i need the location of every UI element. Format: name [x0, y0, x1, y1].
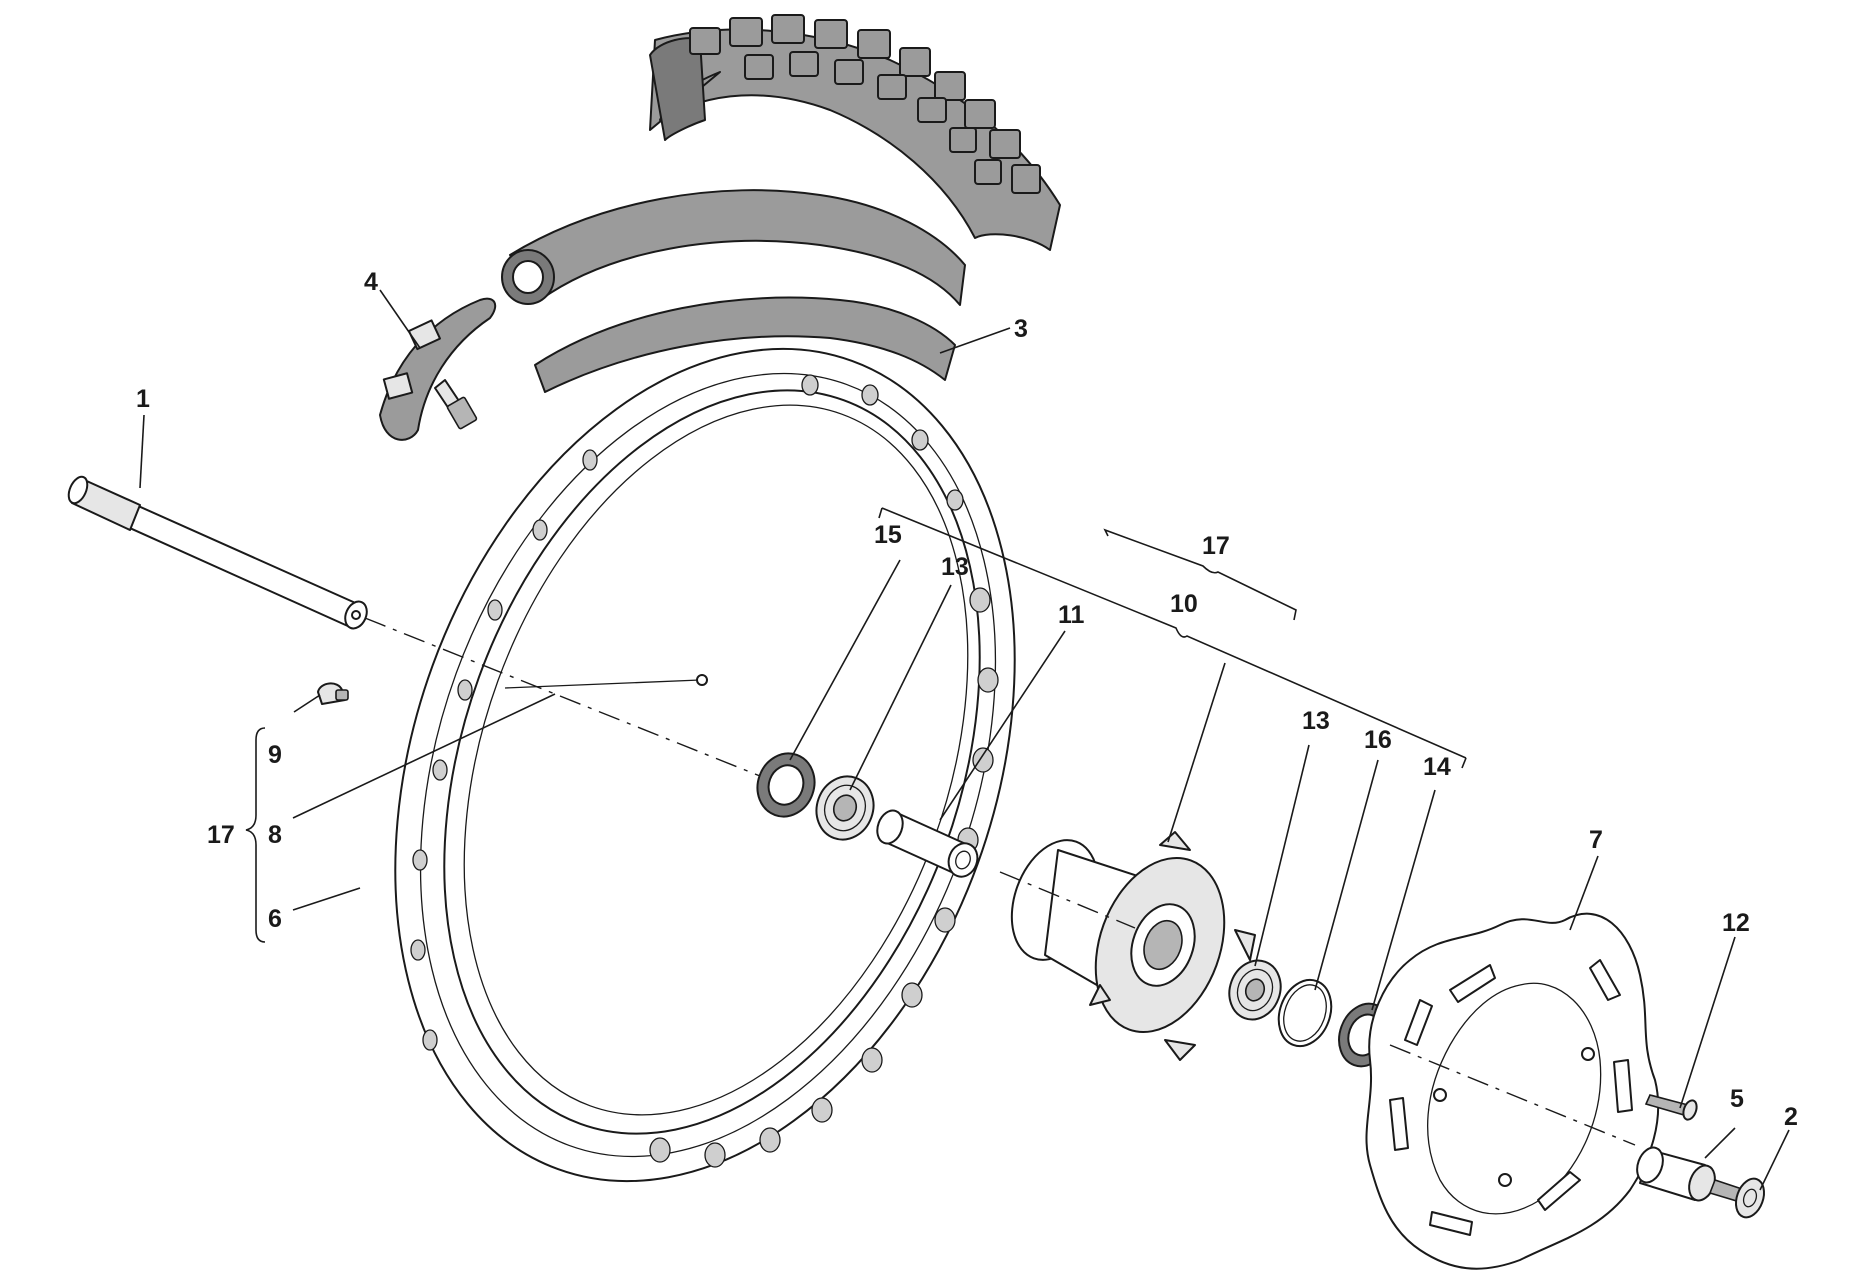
callout-11: 11	[1058, 601, 1085, 629]
callout-1: 1	[136, 385, 150, 413]
spacer-tube	[876, 809, 979, 878]
axis-centreline	[364, 617, 1636, 1146]
spoke-nipple	[317, 682, 349, 705]
callout-8: 8	[268, 821, 282, 849]
brake-disc-slots	[1389, 959, 1633, 1236]
wheel-spacer	[1636, 1146, 1716, 1202]
axle	[67, 475, 368, 630]
callout-17-upper: 17	[1202, 532, 1230, 560]
callout-14: 14	[1423, 753, 1451, 781]
callout-3: 3	[1014, 315, 1028, 343]
callout-2: 2	[1784, 1103, 1798, 1131]
callout-4: 4	[364, 268, 378, 296]
brake-disc	[1365, 912, 1660, 1270]
wheel-rim	[394, 347, 1016, 1183]
callout-labels: 1 2 3 4 5 6 7 8 9 10 11 12 13 13 14 15 1…	[136, 268, 1798, 1131]
seal	[756, 752, 816, 818]
tyre	[649, 14, 1061, 251]
tyre-tread-blocks	[689, 14, 1041, 194]
callout-5: 5	[1730, 1085, 1744, 1113]
callout-9: 9	[268, 741, 282, 769]
rim-tape	[534, 296, 956, 393]
callout-15: 15	[874, 521, 902, 549]
axle-bolt	[1708, 1177, 1766, 1219]
bearing-right	[1228, 959, 1282, 1021]
callout-leaders	[139, 289, 1790, 1191]
callout-12: 12	[1722, 909, 1750, 937]
callout-16: 16	[1364, 726, 1392, 754]
hub	[1010, 831, 1256, 1061]
rim-lock	[379, 297, 497, 441]
callout-13-left: 13	[941, 553, 969, 581]
callout-6: 6	[268, 905, 282, 933]
callout-7: 7	[1589, 826, 1603, 854]
rim-spoke-holes	[410, 374, 999, 1168]
inner-tube	[501, 189, 966, 306]
circlip	[1277, 978, 1333, 1048]
callout-10: 10	[1170, 590, 1198, 618]
callout-17-left: 17	[207, 821, 235, 849]
callout-13-right: 13	[1302, 707, 1330, 735]
disc-bolt	[1644, 1094, 1698, 1121]
